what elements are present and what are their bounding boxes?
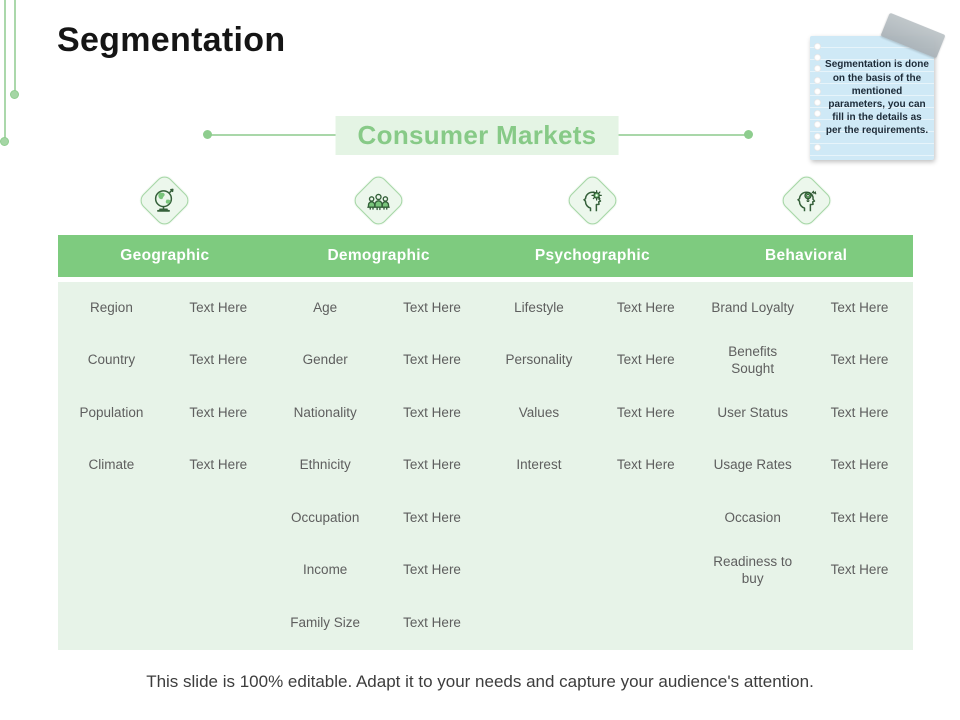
- people-group-icon-cell: [272, 172, 486, 228]
- globe-icon-cell: [58, 172, 272, 228]
- note-hole: [814, 76, 821, 84]
- head-idea-icon-cell: [699, 172, 913, 228]
- placeholder-cell[interactable]: Text Here: [403, 404, 461, 420]
- placeholder-cell: [592, 545, 699, 598]
- head-idea-icon-diamond: [778, 172, 834, 228]
- attribute-cell: Occupation: [291, 509, 360, 525]
- page-title: Segmentation: [57, 21, 286, 59]
- left-accent-line: [14, 0, 16, 91]
- placeholder-cell[interactable]: Text Here: [830, 457, 889, 473]
- note-hole: [814, 65, 821, 73]
- attribute-cell: Personality: [505, 352, 573, 368]
- note-hole: [814, 87, 821, 95]
- table-header-row: Geographic Demographic Psychographic Behavi…: [58, 235, 913, 277]
- accent-dot: [0, 137, 9, 146]
- attribute-cell: Income: [303, 562, 348, 578]
- placeholder-cell: [165, 492, 272, 545]
- connector-dot-right: [744, 130, 753, 139]
- head-gear-icon-diamond: [564, 172, 620, 228]
- note-hole: [814, 121, 821, 129]
- attribute-cell: Ethnicity: [299, 457, 351, 473]
- placeholder-cell[interactable]: Text Here: [189, 299, 248, 315]
- attribute-cell: Occasion: [724, 509, 781, 525]
- placeholder-cell: [806, 597, 913, 650]
- attribute-cell: Gender: [302, 352, 348, 368]
- attribute-cell: [58, 597, 165, 650]
- note-hole: [814, 43, 821, 50]
- head-gear-icon-cell: [486, 172, 700, 228]
- attribute-cell: Region: [90, 299, 133, 315]
- note-hole: [814, 110, 821, 118]
- placeholder-cell[interactable]: Text Here: [189, 404, 248, 420]
- attribute-cell: Population: [79, 404, 144, 420]
- attribute-cell: [699, 597, 806, 650]
- placeholder-cell[interactable]: Text Here: [403, 299, 461, 315]
- note-hole: [814, 54, 821, 62]
- attribute-cell: Brand Loyalty: [711, 299, 794, 315]
- segmentation-table: Geographic Demographic Psychographic Behavi…: [58, 235, 913, 650]
- placeholder-cell[interactable]: Text Here: [616, 299, 675, 315]
- placeholder-cell[interactable]: Text Here: [403, 457, 461, 473]
- attribute-cell: Readiness to buy: [713, 553, 793, 586]
- placeholder-cell: [165, 597, 272, 650]
- placeholder-cell[interactable]: Text Here: [189, 352, 248, 368]
- globe-icon-diamond: [137, 172, 193, 228]
- placeholder-cell: [165, 545, 272, 598]
- attribute-cell: Lifestyle: [514, 299, 564, 315]
- segment-icon-row: [58, 172, 913, 228]
- left-accent-line-2: [4, 0, 6, 138]
- note-hole: [814, 132, 821, 140]
- accent-dot: [10, 90, 19, 99]
- note-hole: [814, 143, 821, 151]
- attribute-cell: Values: [518, 404, 560, 420]
- head-idea-icon: [791, 185, 821, 215]
- attribute-cell: Country: [87, 352, 136, 368]
- placeholder-cell[interactable]: Text Here: [403, 614, 461, 630]
- attribute-cell: [486, 597, 593, 650]
- attribute-cell: Benefits Sought: [728, 343, 778, 376]
- placeholder-cell[interactable]: Text Here: [403, 509, 461, 525]
- attribute-cell: [486, 492, 593, 545]
- placeholder-cell[interactable]: Text Here: [403, 562, 461, 578]
- placeholder-cell[interactable]: Text Here: [830, 562, 889, 578]
- placeholder-cell[interactable]: Text Here: [616, 457, 675, 473]
- placeholder-cell[interactable]: Text Here: [189, 457, 248, 473]
- placeholder-cell[interactable]: Text Here: [403, 352, 461, 368]
- attribute-cell: [58, 492, 165, 545]
- column-header-psychographic: Psychographic: [534, 247, 650, 264]
- note-hole: [814, 98, 821, 106]
- placeholder-cell[interactable]: Text Here: [830, 509, 889, 525]
- column-header-geographic: Geographic: [120, 247, 210, 264]
- placeholder-cell[interactable]: Text Here: [616, 404, 675, 420]
- attribute-cell: Interest: [516, 457, 562, 473]
- note-binding-holes: [814, 43, 821, 151]
- attribute-cell: [486, 545, 593, 598]
- people-group-icon: [364, 185, 394, 215]
- globe-icon: [150, 185, 180, 215]
- people-group-icon-diamond: [351, 172, 407, 228]
- footer-note: This slide is 100% editable. Adapt it to…: [146, 672, 814, 691]
- attribute-cell: Family Size: [290, 614, 361, 630]
- connector-dot-left: [203, 130, 212, 139]
- sticky-note: Segmentation is done on the basis of the…: [810, 12, 946, 160]
- column-header-demographic: Demographic: [327, 247, 430, 264]
- column-header-behavioral: Behavioral: [764, 247, 848, 264]
- attribute-cell: [58, 545, 165, 598]
- placeholder-cell: [592, 597, 699, 650]
- placeholder-cell[interactable]: Text Here: [830, 299, 889, 315]
- attribute-cell: Usage Rates: [713, 457, 792, 473]
- placeholder-cell[interactable]: Text Here: [616, 352, 675, 368]
- placeholder-cell[interactable]: Text Here: [830, 404, 889, 420]
- attribute-cell: Age: [313, 299, 338, 315]
- attribute-cell: User Status: [717, 404, 788, 420]
- attribute-cell: Nationality: [293, 404, 357, 420]
- sticky-note-text: Segmentation is done on the basis of the…: [825, 59, 929, 137]
- placeholder-cell[interactable]: Text Here: [830, 352, 889, 368]
- section-title: Consumer Markets: [335, 116, 619, 155]
- head-gear-icon: [577, 185, 607, 215]
- attribute-cell: Climate: [88, 457, 135, 473]
- placeholder-cell: [592, 492, 699, 545]
